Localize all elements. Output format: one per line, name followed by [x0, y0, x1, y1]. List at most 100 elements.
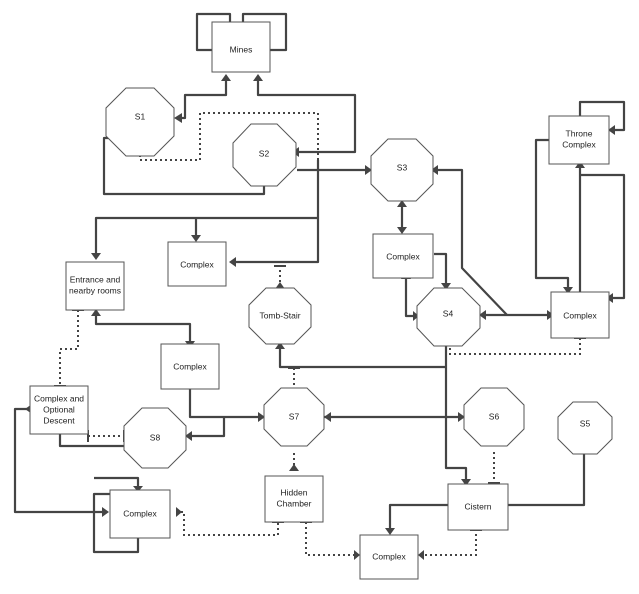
node-label-line1: Hidden — [281, 487, 308, 497]
s4-to-tomb-connector — [278, 347, 446, 369]
hidden-to-complex-bottom-dotted-connector — [305, 522, 356, 556]
node-complex-mid-left[interactable]: Complex — [160, 343, 220, 390]
node-s6[interactable]: S6 — [463, 387, 525, 447]
arrowhead — [441, 283, 451, 290]
node-complex-lower-left[interactable]: Complex — [109, 489, 171, 539]
node-complex-optional[interactable]: Complex and Optional Descent — [29, 385, 89, 435]
node-s5[interactable]: S5 — [557, 401, 613, 455]
node-hidden-chamber[interactable]: Hidden Chamber — [264, 475, 324, 523]
arrowhead — [324, 412, 331, 422]
node-s2[interactable]: S2 — [232, 123, 297, 187]
node-s1[interactable]: S1 — [105, 87, 175, 157]
complex-s4-left-connector — [404, 278, 414, 318]
node-label: Complex — [386, 251, 420, 261]
complex-lower-self-loop — [92, 492, 140, 554]
node-label-line2: Complex — [562, 139, 596, 149]
node-complex-upper-left[interactable]: Complex — [167, 241, 227, 287]
entrance-complex-connector — [94, 310, 192, 342]
arrowhead — [221, 74, 231, 81]
arrowhead — [91, 309, 101, 316]
arrowhead — [461, 479, 471, 486]
node-label-line2: Optional — [43, 404, 75, 414]
arrowhead — [91, 253, 101, 260]
node-label-line1: Entrance and — [70, 274, 121, 284]
node-label: S8 — [150, 432, 161, 442]
arrowhead — [397, 200, 407, 207]
entrance-optional-dotted-connector — [59, 310, 79, 386]
arrowhead — [275, 282, 285, 289]
arrowhead — [229, 257, 236, 267]
s8-to-optional-connector — [58, 430, 124, 448]
arrowhead — [185, 431, 192, 441]
node-tomb-stair[interactable]: Tomb-Stair — [248, 287, 312, 345]
arrowhead — [458, 412, 465, 422]
node-label: Complex — [123, 508, 157, 518]
node-label-line1: Complex and — [34, 393, 84, 403]
s1-s2-loop-connector — [102, 136, 266, 196]
arrowhead — [258, 412, 265, 422]
s1-to-mines-connector — [180, 80, 228, 120]
arrowhead — [174, 113, 182, 123]
node-label-line2: Chamber — [277, 498, 312, 508]
cistern-to-s5-connector — [508, 452, 586, 507]
trunk-to-entrance-connector — [94, 216, 318, 254]
node-label: S4 — [443, 308, 454, 318]
node-label-line1: Throne — [566, 128, 593, 138]
arrowhead — [191, 235, 201, 242]
node-complex-right[interactable]: Complex — [550, 291, 610, 339]
node-complex-mid-right[interactable]: Complex — [372, 233, 434, 279]
s2-trunk-connector — [234, 160, 320, 264]
arrowhead — [253, 74, 263, 81]
node-label: Cistern — [465, 501, 492, 511]
node-label: S6 — [489, 411, 500, 421]
node-label: Complex — [563, 310, 597, 320]
arrowhead — [397, 227, 407, 234]
s4-to-cistern-connector — [444, 344, 468, 481]
arrowhead — [133, 486, 143, 492]
mines-self-loop-right — [241, 12, 288, 52]
node-s8[interactable]: S8 — [123, 407, 187, 469]
node-s7[interactable]: S7 — [263, 387, 325, 447]
arrowhead — [289, 464, 299, 471]
arrowhead — [275, 342, 285, 349]
complex-s4-right-connector — [434, 252, 448, 284]
node-label: Mines — [230, 44, 253, 54]
node-label: Tomb-Stair — [259, 310, 300, 320]
arrowhead — [176, 507, 182, 517]
optional-to-complex-lower-connector — [13, 407, 104, 514]
throne-complex-left-connector — [534, 138, 570, 292]
arrowhead — [563, 287, 573, 294]
node-label: S3 — [397, 162, 408, 172]
node-mines[interactable]: Mines — [211, 21, 271, 73]
throne-complex-right-connector — [580, 173, 626, 300]
arrowhead — [431, 165, 438, 175]
node-s4[interactable]: S4 — [416, 287, 481, 347]
complex-bottom-cistern-dotted-connector — [420, 530, 477, 556]
node-entrance[interactable]: Entrance and nearby rooms — [65, 261, 125, 311]
node-throne-complex[interactable]: Throne Complex — [548, 115, 610, 165]
node-label: Complex — [180, 259, 214, 269]
node-s3[interactable]: S3 — [370, 138, 434, 202]
mines-s2-loop-connector — [256, 80, 357, 154]
complex-hidden-dotted-connector — [176, 511, 279, 536]
complex-lower-top-loop — [94, 476, 140, 490]
arrowhead — [418, 550, 424, 560]
throne-self-loop — [578, 100, 626, 132]
arrowhead — [479, 310, 486, 320]
s7-to-s8-connector — [190, 417, 226, 438]
cistern-to-complex-bottom-connector — [388, 503, 448, 530]
node-label: Complex — [173, 361, 207, 371]
node-label: S1 — [135, 111, 146, 121]
node-label: S2 — [259, 148, 270, 158]
mines-self-loop-left — [195, 12, 232, 52]
arrowhead — [608, 125, 615, 135]
node-cistern[interactable]: Cistern — [447, 483, 509, 531]
node-label: S7 — [289, 411, 300, 421]
node-complex-bottom[interactable]: Complex — [359, 534, 419, 580]
arrowhead — [354, 550, 360, 560]
complex-right-to-s3-connector — [436, 168, 508, 316]
arrowhead — [385, 528, 395, 535]
complex-right-dotted-connector — [449, 338, 581, 355]
